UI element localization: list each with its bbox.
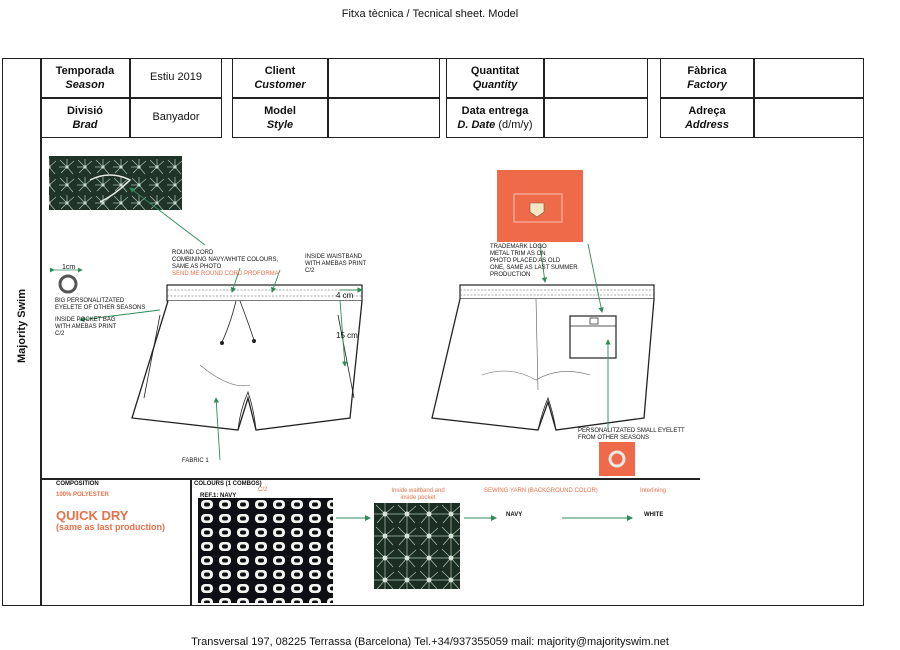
footer-address: Transversal 197, 08225 Terrassa (Barcelo… [191, 636, 669, 648]
season-value-cell: Estiu 2019 [130, 58, 222, 98]
sewing-yarn-label: SEWING YARN (background color) [484, 488, 598, 494]
note-pocket-1: INSIDE POCKET BAG [55, 317, 116, 323]
composition-value: 100% POLYESTER [56, 492, 109, 498]
note-15cm: 15 cm [336, 331, 358, 340]
note-trademark-1: TRADEMARK LOGO [490, 244, 547, 250]
ref-label: REF.1: NAVY [200, 493, 237, 499]
note-waistband-2: WITH AMEBAS PRINT [305, 261, 367, 267]
note-waistband-3: C/2 [305, 268, 315, 274]
note-trademark-3: PHOTO PLACED AS OLD [490, 258, 561, 264]
client-value-cell[interactable] [328, 58, 440, 98]
bottom-arrows [336, 515, 633, 521]
quantity-value-cell[interactable] [544, 58, 648, 98]
address-value-cell[interactable] [754, 98, 864, 138]
season-value: Estiu 2019 [150, 71, 202, 83]
note-eyelet-2: EYELETE OF OTHER SEASONS [55, 305, 146, 311]
note-small-eyelet-1: PERSONALITZATED SMALL EYELETT [578, 428, 685, 434]
trademark-frame [513, 193, 563, 223]
delivery-label: Data entrega [461, 105, 529, 117]
note-trademark-4: ONE, SAME AS LAST SUMMER [490, 265, 578, 271]
quantity-label: Quantitat [470, 65, 520, 77]
sewing-yarn-value: NAVY [506, 512, 523, 518]
note-pocket-3: C/2 [55, 331, 65, 337]
side-label: Majority Swim [16, 289, 28, 363]
note-eyelet: BIG PERSONALITZATED EYELETE OF OTHER SEA… [55, 298, 145, 312]
division-value: Banyador [152, 111, 200, 123]
delivery-label-cell: Data entrega D. Date (d/m/y) [446, 98, 544, 138]
division-label-en: Brad [72, 119, 98, 131]
address-label-en: Address [684, 119, 730, 131]
delivery-value-cell[interactable] [544, 98, 648, 138]
client-label: Client [264, 65, 296, 77]
note-round-cord-3: SAME AS PHOTO [172, 264, 222, 270]
season-label: Temporada [55, 65, 115, 77]
note-waistband: INSIDE WAISTBAND WITH AMEBAS PRINT C/2 [305, 254, 366, 275]
navy-print-swatch [198, 498, 333, 603]
factory-label: Fàbrica [687, 65, 727, 77]
quantity-label-en: Quantity [472, 79, 518, 91]
note-pocket-2: WITH AMEBAS PRINT [55, 324, 117, 330]
division-label: Divisió [66, 105, 104, 117]
note-1cm: 1cm [62, 264, 76, 271]
back-shorts-drawing [431, 284, 655, 431]
small-eyelet-icon [608, 450, 626, 468]
technical-drawing [49, 156, 655, 476]
address-label: Adreça [688, 105, 726, 117]
note-trademark-2: METAL TRIM AS ON [490, 251, 546, 257]
note-round-cord-1: ROUND CORD [172, 250, 214, 256]
note-pocket: INSIDE POCKET BAG WITH AMEBAS PRINT C/2 [55, 317, 116, 338]
front-shorts-drawing [131, 284, 363, 431]
small-eyelet-swatch [599, 442, 635, 476]
delivery-format: (d/m/y) [498, 119, 533, 131]
waistband-pocket-1: Inside waitband and [391, 488, 445, 494]
big-eyelet-icon [58, 274, 78, 294]
note-round-cord: ROUND CORD COMBINING NAVY/WHITE COLOURS,… [172, 250, 279, 278]
side-divider [40, 58, 42, 606]
metal-trim-icon [529, 202, 545, 218]
interlining-label: Interlining [640, 488, 667, 494]
delivery-label-en: D. Date [457, 119, 496, 131]
colours-c2: C/2 [258, 487, 268, 493]
waistband-pocket-2: inside pocket [400, 495, 436, 501]
bottom-col-divider [190, 478, 192, 606]
division-value-cell: Banyador [130, 98, 222, 138]
note-waistband-1: INSIDE WAISTBAND [305, 254, 363, 260]
document-title: Fitxa tècnica / Tecnical sheet. Model [341, 8, 519, 20]
note-small-eyelet: PERSONALITZATED SMALL EYELETT FROM OTHER… [578, 428, 685, 442]
client-label-en: Customer [254, 79, 306, 91]
factory-value-cell[interactable] [754, 58, 864, 98]
note-trademark-5: PRODUCTION [490, 272, 531, 278]
annotation-arrows [79, 187, 611, 461]
note-small-eyelet-2: FROM OTHER SEASONS [578, 435, 650, 441]
bottom-divider [40, 478, 700, 480]
note-4cm: 4 cm [336, 291, 354, 300]
interlining-value: WHITE [644, 512, 664, 518]
cord-photo-cord [89, 174, 132, 203]
quick-dry-sub: (same as last production) [56, 522, 166, 532]
model-value-cell[interactable] [328, 98, 440, 138]
note-round-cord-2: COMBINING NAVY/WHITE COLOURS, [172, 257, 279, 263]
factory-label-en: Factory [687, 79, 727, 91]
season-label-en: Season [65, 79, 105, 91]
model-label: Model [264, 105, 296, 117]
note-eyelet-1: BIG PERSONALITZATED [55, 298, 125, 304]
note-round-cord-4: SEND ME ROUND CORD PROFORMA [172, 271, 279, 277]
cord-print-photo [49, 156, 182, 210]
note-fabric: FABRIC 1 [182, 458, 209, 464]
waistband-pocket-label: Inside waitband and inside pocket [382, 488, 454, 502]
colours-label: COLOURS (1 COMBOS) [194, 481, 262, 487]
amebas-print-swatch [374, 503, 460, 589]
composition-label: COMPOSITION [56, 481, 99, 487]
quick-dry-label: QUICK DRY [56, 508, 129, 523]
note-trademark: TRADEMARK LOGO METAL TRIM AS ON PHOTO PL… [490, 244, 578, 279]
model-label-en: Style [266, 119, 294, 131]
